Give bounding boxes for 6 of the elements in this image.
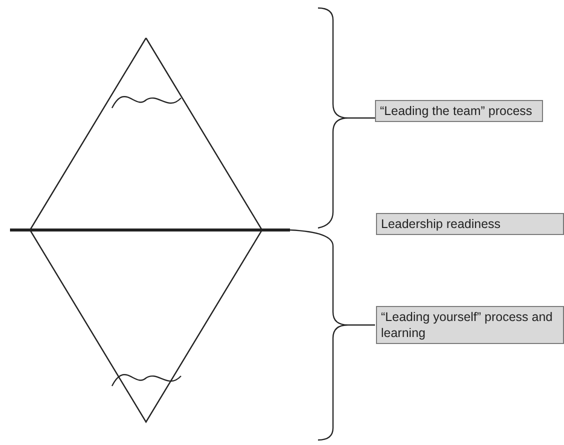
box-text: “Leading the team” process: [380, 103, 534, 119]
label-box: [376, 306, 564, 344]
box-text: “Leading yourself” process and learning: [381, 309, 554, 341]
label-box: [375, 100, 543, 122]
label-box: [376, 213, 564, 235]
box-text: Leadership readiness: [381, 216, 502, 232]
